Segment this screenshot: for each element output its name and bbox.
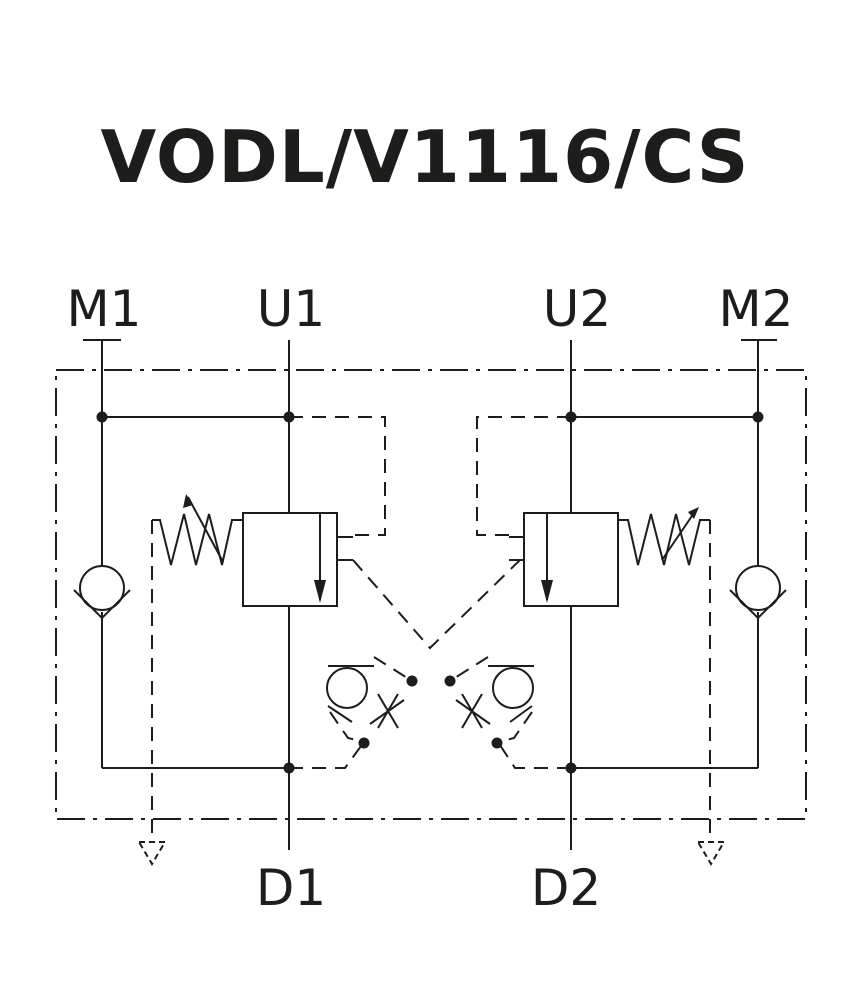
pilot-check-right	[444, 665, 534, 749]
counterbalance-valve-right	[509, 507, 710, 607]
port-label-u1: U1	[257, 280, 325, 338]
port-label-m2: M2	[719, 280, 794, 338]
drain-symbol-right	[696, 841, 726, 866]
valve-body-boundary	[55, 369, 807, 820]
diagram-title: VODL/V1116/CS	[100, 115, 750, 199]
drain-symbol-left	[137, 841, 167, 866]
counterbalance-valve-left	[152, 494, 353, 607]
left-circuit	[96, 340, 295, 850]
port-label-d2: D2	[531, 859, 601, 917]
port-label-m1: M1	[67, 280, 142, 338]
pilot-check-left	[326, 665, 418, 749]
check-valve-right	[729, 565, 787, 620]
check-valve-left	[73, 565, 131, 620]
port-label-u2: U2	[543, 280, 611, 338]
right-circuit	[565, 340, 764, 850]
pilot-lines-right	[449, 416, 711, 840]
pilot-lines-left	[151, 416, 521, 840]
port-label-d1: D1	[256, 859, 326, 917]
